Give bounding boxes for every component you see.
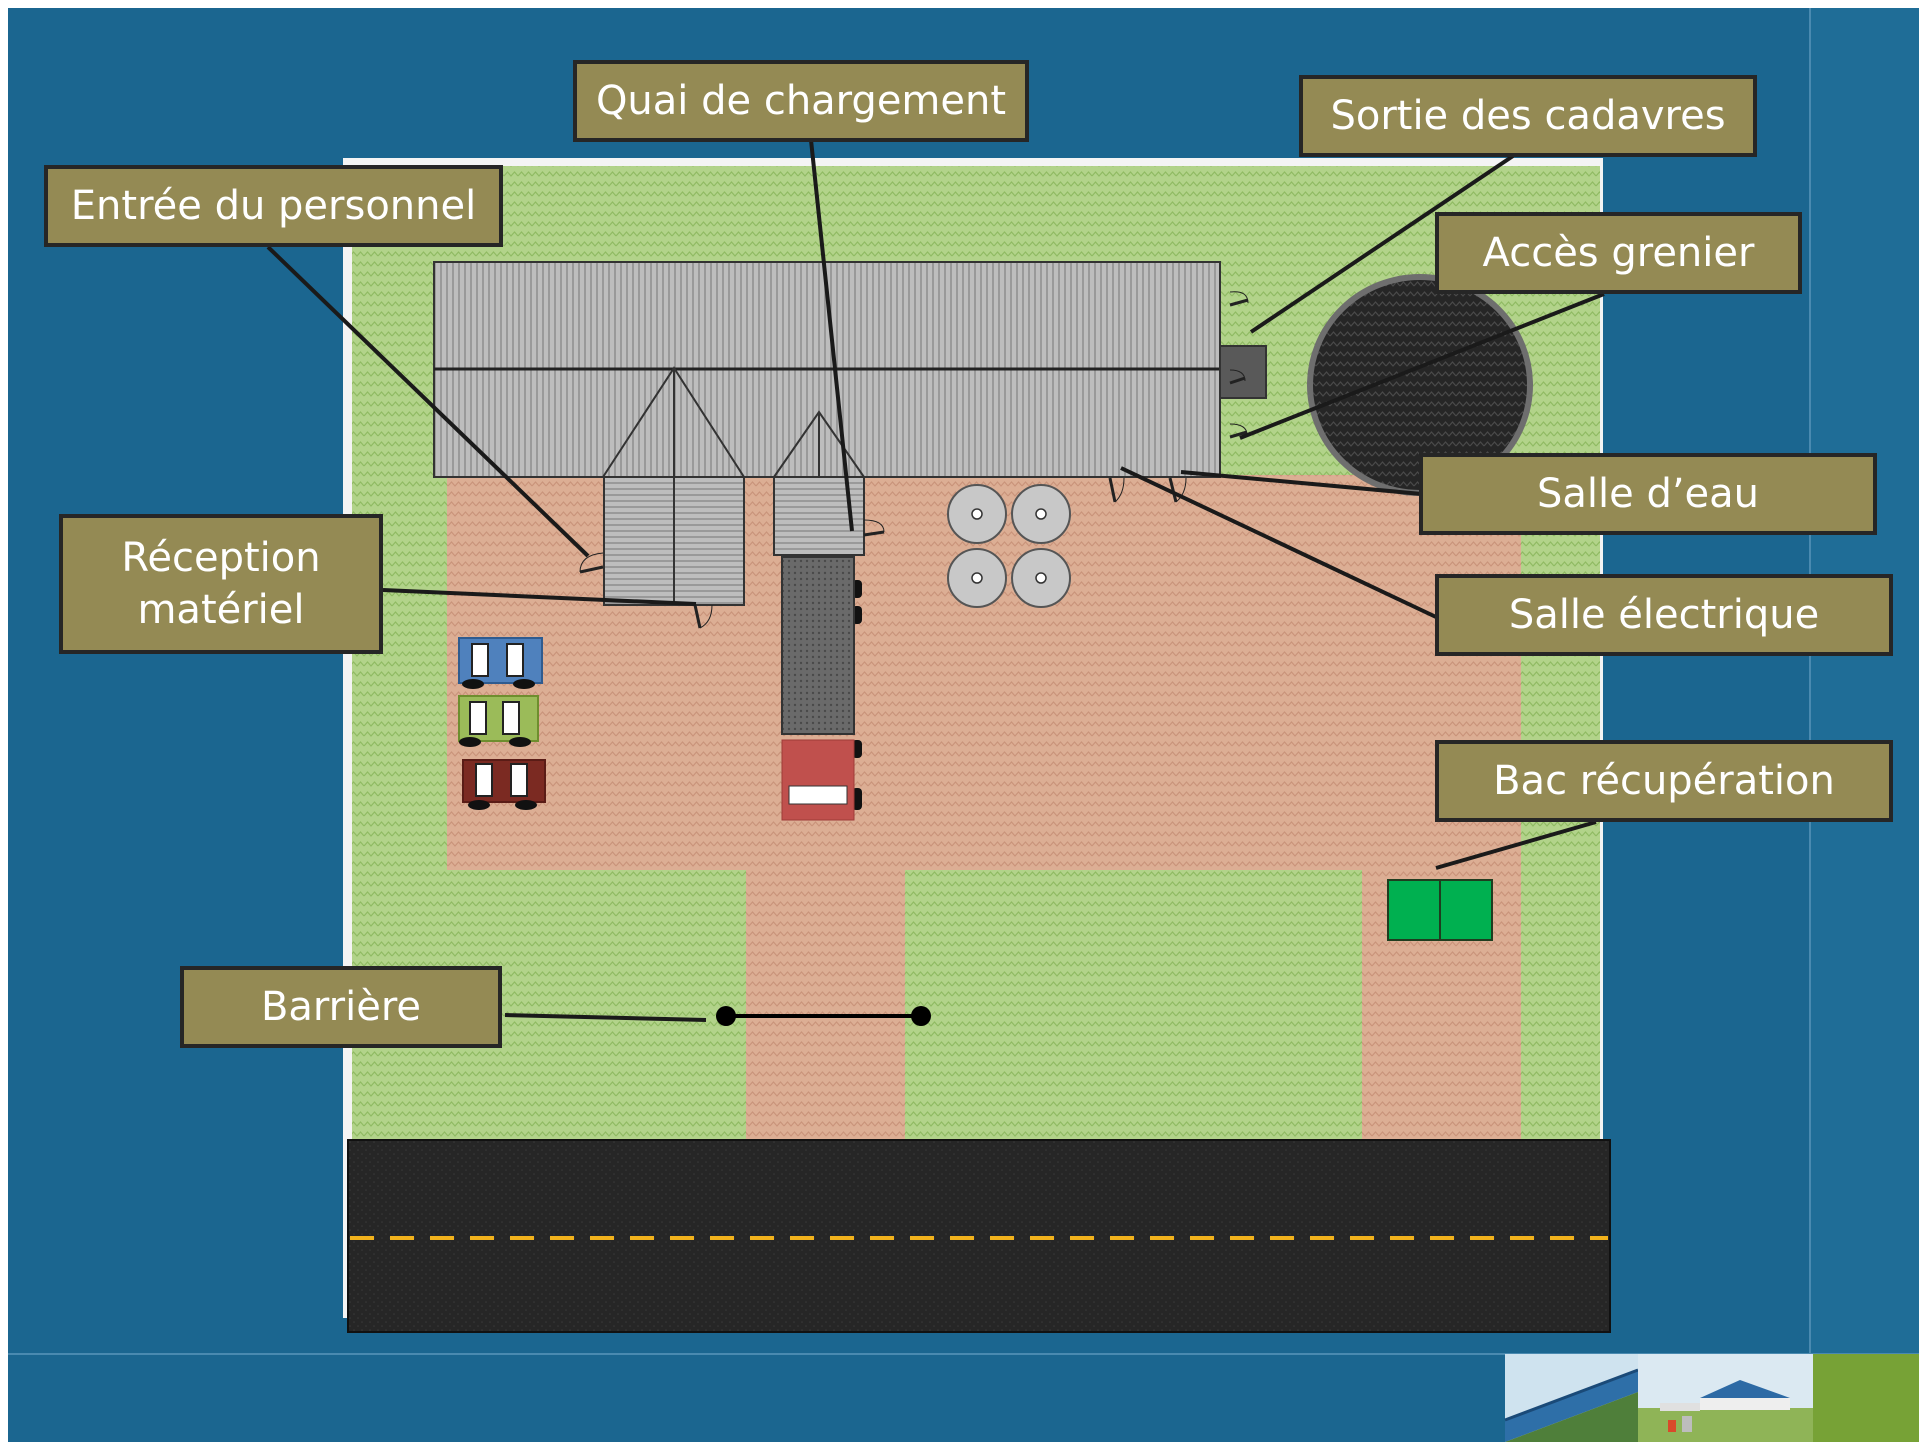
side-strip <box>1810 8 1919 1358</box>
label-quai-de-chargement: Quai de chargement <box>573 60 1029 142</box>
footer-photo-2 <box>1638 1354 1813 1442</box>
leader-entree-personnel <box>266 245 590 558</box>
footer-photo-1 <box>1504 1354 1639 1442</box>
label-salle-electrique: Salle électrique <box>1435 574 1893 656</box>
label-quai-de-chargement-text: Quai de chargement <box>595 78 1007 124</box>
cadaver-exit-box <box>1219 345 1267 399</box>
label-entree-du-personnel: Entrée du personnel <box>44 165 503 247</box>
building-wing-1 <box>601 366 746 606</box>
leader-lines <box>266 139 1605 1022</box>
truck <box>781 556 862 821</box>
leader-salle-eau <box>1180 470 1423 496</box>
label-entree-du-personnel-text: Entrée du personnel <box>70 183 477 229</box>
footer-green-block <box>1813 1354 1919 1442</box>
leader-reception-materiel <box>382 588 697 606</box>
label-salle-d-eau: Salle d’eau <box>1419 453 1877 535</box>
leader-sortie-cadavres <box>1249 154 1515 334</box>
grain-silos <box>947 484 1071 608</box>
label-barriere: Barrière <box>180 966 502 1048</box>
parked-cars <box>458 637 546 810</box>
recovery-bin <box>1387 879 1493 941</box>
leader-bac-recuperation <box>1435 820 1597 870</box>
barrier-gate <box>716 1006 931 1026</box>
car-green <box>458 695 539 747</box>
leader-salle-electrique <box>1120 466 1437 619</box>
label-salle-electrique-text: Salle électrique <box>1508 592 1820 638</box>
label-bac-recuperation: Bac récupération <box>1435 740 1893 822</box>
label-acces-grenier: Accès grenier <box>1435 212 1802 294</box>
label-barriere-text: Barrière <box>260 984 422 1030</box>
label-reception-materiel-text: Réception matériel <box>121 535 321 633</box>
road <box>347 1139 1611 1333</box>
leader-barriere <box>504 1013 707 1022</box>
building-roof <box>433 261 1267 478</box>
car-blue <box>458 637 543 689</box>
label-acces-grenier-text: Accès grenier <box>1482 230 1755 276</box>
label-bac-recuperation-text: Bac récupération <box>1493 758 1835 804</box>
label-sortie-des-cadavres: Sortie des cadavres <box>1299 75 1757 157</box>
car-red <box>462 759 546 810</box>
leader-quai-chargement <box>809 139 854 532</box>
label-sortie-des-cadavres-text: Sortie des cadavres <box>1330 93 1726 139</box>
label-reception-materiel: Réception matériel <box>59 514 383 654</box>
leader-acces-grenier <box>1239 292 1605 440</box>
label-salle-d-eau-text: Salle d’eau <box>1536 471 1760 517</box>
